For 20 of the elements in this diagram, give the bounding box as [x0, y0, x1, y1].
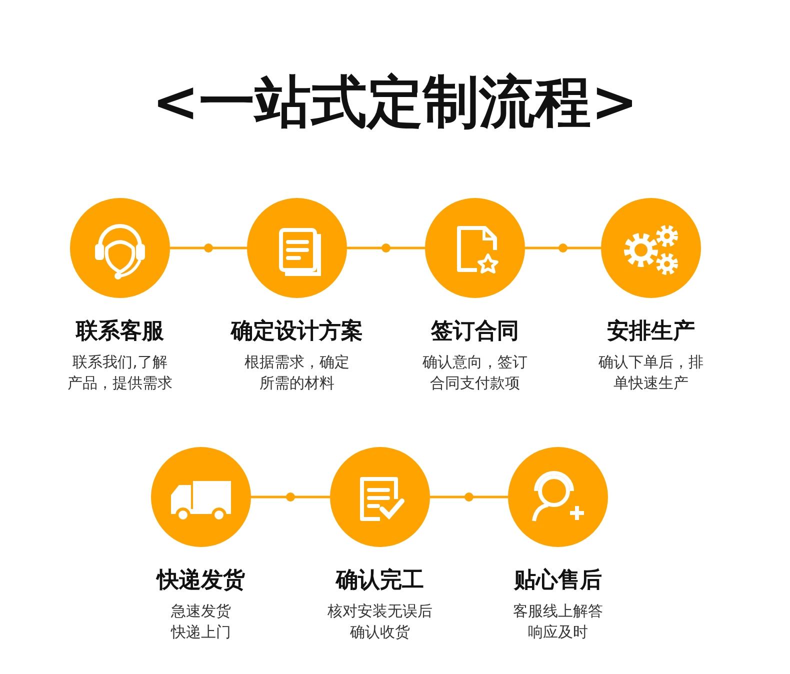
title: <一站式定制流程> [151, 69, 639, 137]
step-title: 确定设计方案 [229, 319, 364, 345]
connector-line [430, 492, 508, 502]
connector-line [347, 244, 425, 252]
connector-line [251, 492, 330, 502]
step-title: 贴心售后 [512, 568, 603, 594]
step-description: 核对安装无误后确认收货 [326, 601, 434, 643]
step-title: 签订合同 [430, 319, 520, 345]
step-title: 联系客服 [74, 319, 165, 345]
step-title: 安排生产 [606, 319, 696, 345]
step-description: 联系我们,了解产品，提供需求 [67, 352, 173, 394]
step-description: 确认下单后，排单快速生产 [598, 352, 704, 394]
step-description: 客服线上解答响应及时 [512, 601, 604, 643]
step-description: 确认意向，签订合同支付款项 [422, 352, 528, 394]
step-title: 确认完工 [334, 568, 425, 594]
connector-line [525, 244, 601, 252]
step-description: 根据需求，确定所需的材料 [244, 352, 350, 394]
connector-line [170, 244, 247, 252]
step-title: 快递发货 [155, 568, 246, 594]
step-description: 急速发货快递上门 [170, 601, 232, 643]
